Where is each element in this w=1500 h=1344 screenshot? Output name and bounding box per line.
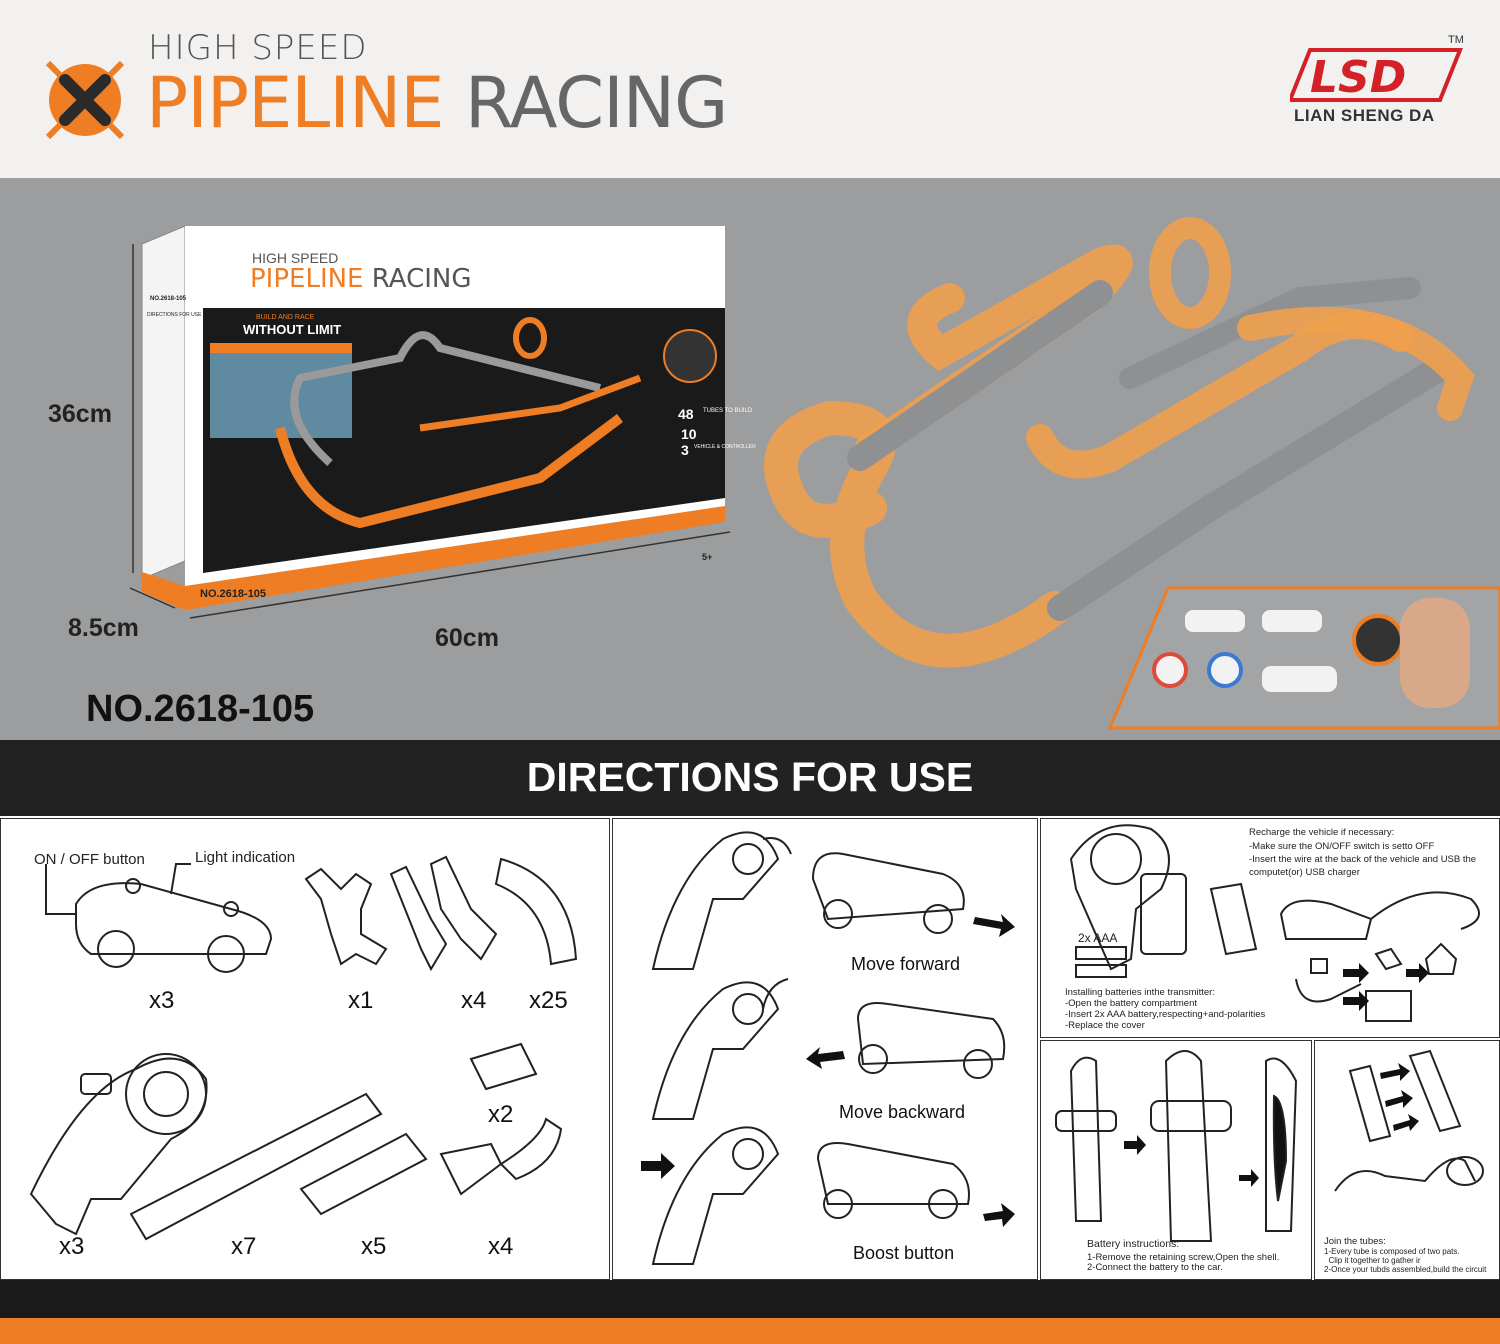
box-title: PIPELINE RACING [250,264,472,294]
box-side [141,225,186,580]
product-panel: HIGH SPEED PIPELINE RACING BUILD AND RAC… [0,178,1500,740]
box-stat-vehicles-num: 3 [681,442,689,458]
product-illustration [129,217,1500,730]
qty-funnel: x4 [488,1233,514,1260]
dimension-width: 60cm [435,624,499,652]
title-pipeline: PIPELINE [146,62,445,144]
tubes-line-3: 2-Once your tubds assembled,build the ci… [1324,1265,1487,1274]
tubes-line-1: 1-Every tube is composed of two pats. [1324,1247,1460,1256]
box-model: NO.2618-105 [200,588,267,600]
box-tagline: BUILD AND RACE [256,314,315,321]
box-subtitle: HIGH SPEED [252,250,339,266]
step-boost: Boost button [853,1243,955,1263]
light-label: Light indication [195,849,296,866]
recharge-line-2: -Insert the wire at the back of the vehi… [1249,854,1477,865]
directions-bar [0,740,1500,816]
charging-panel: 2x AAA Recharge the vehicle if necessary… [1040,818,1500,1038]
on-off-label: ON / OFF button [34,851,145,868]
x-logo-icon [45,60,125,140]
qty-cross: x1 [348,987,374,1014]
battery-panel: Battery instructions: 1-Remove the retai… [1040,1040,1312,1280]
qty-car: x3 [149,987,175,1014]
step-forward: Move forward [851,954,961,974]
directions-title: DIRECTIONS FOR USE [526,754,974,800]
lsd-logo-icon: LSD [1290,48,1463,103]
qty-short-tube: x5 [361,1233,387,1260]
box-stat-tubes-num: 48 [678,406,694,422]
box-side-model: NO.2618-105 [150,296,187,302]
bottom-orange-band [0,1318,1500,1344]
recharge-line-1: -Make sure the ON/OFF switch is setto OF… [1249,841,1435,852]
battery-illustration [1055,1050,1298,1242]
bottom-dark-band [0,1280,1500,1318]
brand-tm: TM [1448,34,1464,46]
qty-controller: x3 [59,1233,85,1260]
battery-count-label: 2x AAA [1078,931,1118,945]
qty-curve: x25 [529,987,568,1014]
install-title: Installing batteries inthe transmitter: [1065,987,1215,998]
box-age: 5+ [702,552,713,562]
title-racing: RACING [464,62,729,144]
install-line-3: -Replace the cover [1065,1020,1145,1031]
parts-illustration [29,855,578,1241]
model-number: NO.2618-105 [86,688,315,730]
box-title-pipeline: PIPELINE [250,264,364,294]
brand-name: LIAN SHENG DA [1294,106,1435,125]
dimension-depth: 8.5cm [68,614,139,642]
box-title-racing: RACING [371,264,472,294]
tubes-line-2: Clip it together to gather ir [1324,1256,1421,1265]
install-line-1: -Open the battery compartment [1065,998,1198,1009]
qty-split: x4 [461,987,487,1014]
parts-panel: ON / OFF button Light indication x3 x1 x… [0,818,610,1280]
charging-illustration [1069,824,1480,1022]
battery-line-2: 2-Connect the battery to the car. [1087,1262,1223,1273]
qty-long-tube: x7 [231,1233,257,1260]
header-banner: HIGH SPEED PIPELINE RACING LSD TM LIAN S… [0,0,1500,178]
box-stat-ten: 10 [681,426,697,442]
tubes-title: Join the tubes: [1324,1236,1386,1247]
qty-connector: x2 [488,1101,514,1128]
recharge-title: Recharge the vehicle if necessary: [1249,827,1395,838]
box-stat-tubes-text: TUBES TO BUILD [703,408,753,414]
step-backward: Move backward [839,1102,966,1122]
install-line-2: -Insert 2x AAA battery,respecting+and-po… [1065,1009,1266,1020]
box-stat-vehicles-text: VEHICLE & CONTROLLER [694,444,756,450]
header-title: PIPELINE RACING [146,62,729,144]
header-subtitle: HIGH SPEED [148,28,368,68]
dimension-height: 36cm [48,400,112,428]
controls-illustration [641,831,1015,1265]
controls-panel: Move forward Move backward Boost button [612,818,1038,1280]
tubes-illustration [1334,1049,1484,1192]
box-side-header: DIRECTIONS FOR USE [147,312,202,318]
battery-line-1: 1-Remove the retaining screw,Open the sh… [1087,1252,1280,1263]
box-headline: WITHOUT LIMIT [243,322,342,337]
brand-mark: LSD [1310,52,1406,103]
tubes-panel: Join the tubes: 1-Every tube is composed… [1314,1040,1500,1280]
recharge-line-3: computet(or) USB charger [1249,867,1360,878]
battery-title: Battery instructions: [1087,1238,1180,1250]
